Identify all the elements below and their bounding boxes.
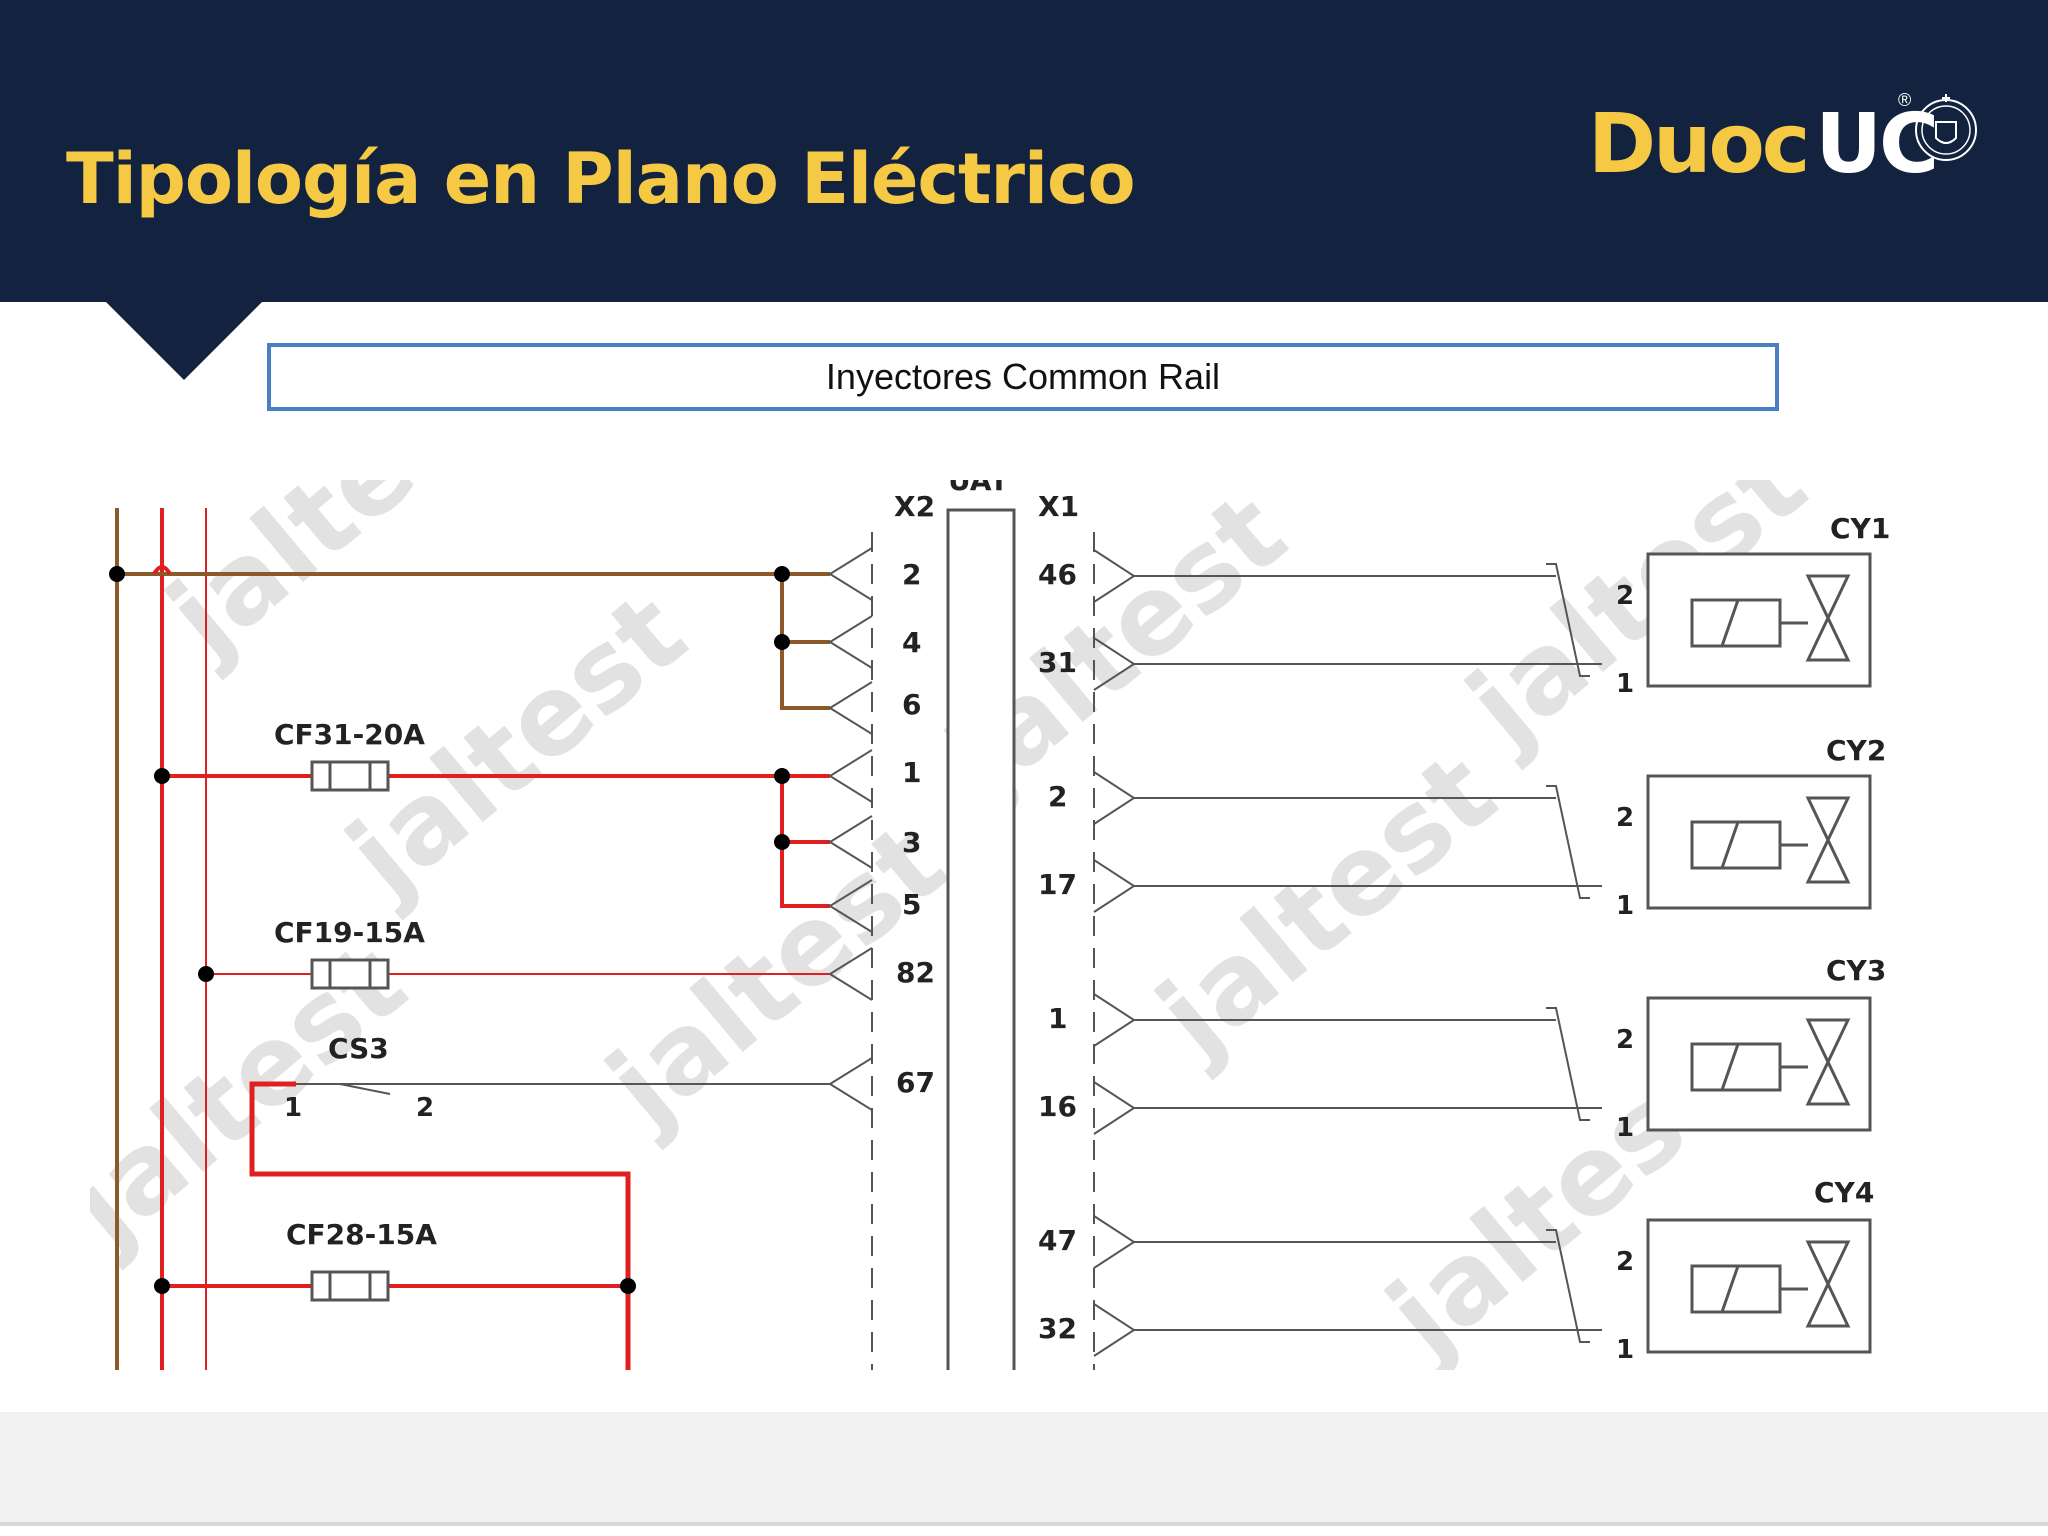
- injector-label: CY1: [1830, 512, 1890, 545]
- fuse-cf19: CF19-15A: [274, 916, 425, 990]
- junction-dot: [198, 966, 214, 982]
- injector-cy2: CY2 2 1: [1546, 734, 1886, 921]
- injector-wires: [1134, 575, 1602, 1331]
- injector-cy4: CY4 2 1: [1546, 1176, 1874, 1365]
- injector-label: CY2: [1826, 734, 1886, 767]
- switch-pin: 1: [284, 1093, 302, 1123]
- switch-pin: 2: [416, 1093, 434, 1123]
- switch-cs3: CS3 1 2: [249, 1032, 830, 1370]
- fuse-label: CF19-15A: [274, 916, 425, 949]
- x2-pin-labels: 2 4 6 1 3 5 82 67: [896, 558, 935, 1099]
- x2-pin: 1: [902, 756, 921, 789]
- fuse-cf31: CF31-20A: [274, 718, 425, 792]
- footer-band: [0, 1412, 2048, 1522]
- x1-pin-labels: 46 31 2 17 1 16 47 32: [1038, 558, 1077, 1345]
- injector-cy3: CY3 2 1: [1546, 954, 1886, 1143]
- connector-uat-label: UAT: [948, 480, 1008, 497]
- junction-dot: [109, 566, 125, 582]
- x1-pin: 46: [1038, 558, 1077, 591]
- wiring-diagram: jaltest jaltest jaltest jaltest jaltest …: [90, 480, 1890, 1370]
- switch-label: CS3: [328, 1032, 389, 1065]
- x2-pin: 82: [896, 956, 935, 989]
- injector-pin: 1: [1616, 891, 1634, 921]
- injector-label: CY3: [1826, 954, 1886, 987]
- injector-cy1: CY1 2 1: [1546, 512, 1890, 699]
- x2-pin: 5: [902, 888, 921, 921]
- watermark-text: jaltest: [1131, 728, 1519, 1082]
- fuse-label: CF31-20A: [274, 718, 425, 751]
- footer-divider: [0, 1522, 2048, 1526]
- x2-pin: 67: [896, 1066, 935, 1099]
- watermark-text: jaltest: [141, 480, 529, 682]
- injector-pin: 2: [1616, 581, 1634, 611]
- slide-header: [0, 0, 2048, 302]
- fuse-label: CF28-15A: [286, 1218, 437, 1251]
- x2-pin: 2: [902, 558, 921, 591]
- junction-dot: [154, 768, 170, 784]
- connector-x2-label: X2: [894, 490, 935, 523]
- x1-pin: 2: [1048, 780, 1067, 813]
- connector-uat-body: [946, 508, 1016, 1370]
- junction-dot: [774, 634, 790, 650]
- bus-crossover: [152, 565, 172, 576]
- page-title: Tipología en Plano Eléctrico: [66, 138, 1136, 220]
- injector-pin: 1: [1616, 669, 1634, 699]
- registered-mark: ®: [1898, 90, 1912, 110]
- university-seal-icon: [1915, 94, 1977, 161]
- injector-pin: 2: [1616, 1247, 1634, 1277]
- x2-pin: 6: [902, 688, 921, 721]
- junction-dot: [774, 566, 790, 582]
- header-notch: [104, 300, 264, 380]
- injector-pin: 2: [1616, 1025, 1634, 1055]
- subtitle-box: Inyectores Common Rail: [267, 343, 1779, 411]
- x2-pin: 3: [902, 826, 921, 859]
- injector-pin: 1: [1616, 1335, 1634, 1365]
- x1-pin: 32: [1038, 1312, 1077, 1345]
- connector-x1-label: X1: [1038, 490, 1079, 523]
- injector-pin: 1: [1616, 1113, 1634, 1143]
- logo-text-uc: UC: [1815, 97, 1939, 192]
- logo-text-duoc: Duoc: [1588, 97, 1810, 192]
- injector-label: CY4: [1814, 1176, 1874, 1209]
- x1-pin: 47: [1038, 1224, 1077, 1257]
- junction-dot: [774, 834, 790, 850]
- x2-chevrons: [828, 547, 873, 1111]
- junction-dot: [774, 768, 790, 784]
- x1-pin: 16: [1038, 1090, 1077, 1123]
- x1-pin: 17: [1038, 868, 1077, 901]
- x1-pin: 1: [1048, 1002, 1067, 1035]
- x2-pin: 4: [902, 626, 921, 659]
- injector-pin: 2: [1616, 803, 1634, 833]
- fuse-cf28: CF28-15A: [154, 1218, 636, 1302]
- subtitle-text: Inyectores Common Rail: [825, 356, 1221, 397]
- duoc-uc-logo: Duoc UC ®: [1588, 90, 1977, 192]
- x1-pin: 31: [1038, 646, 1077, 679]
